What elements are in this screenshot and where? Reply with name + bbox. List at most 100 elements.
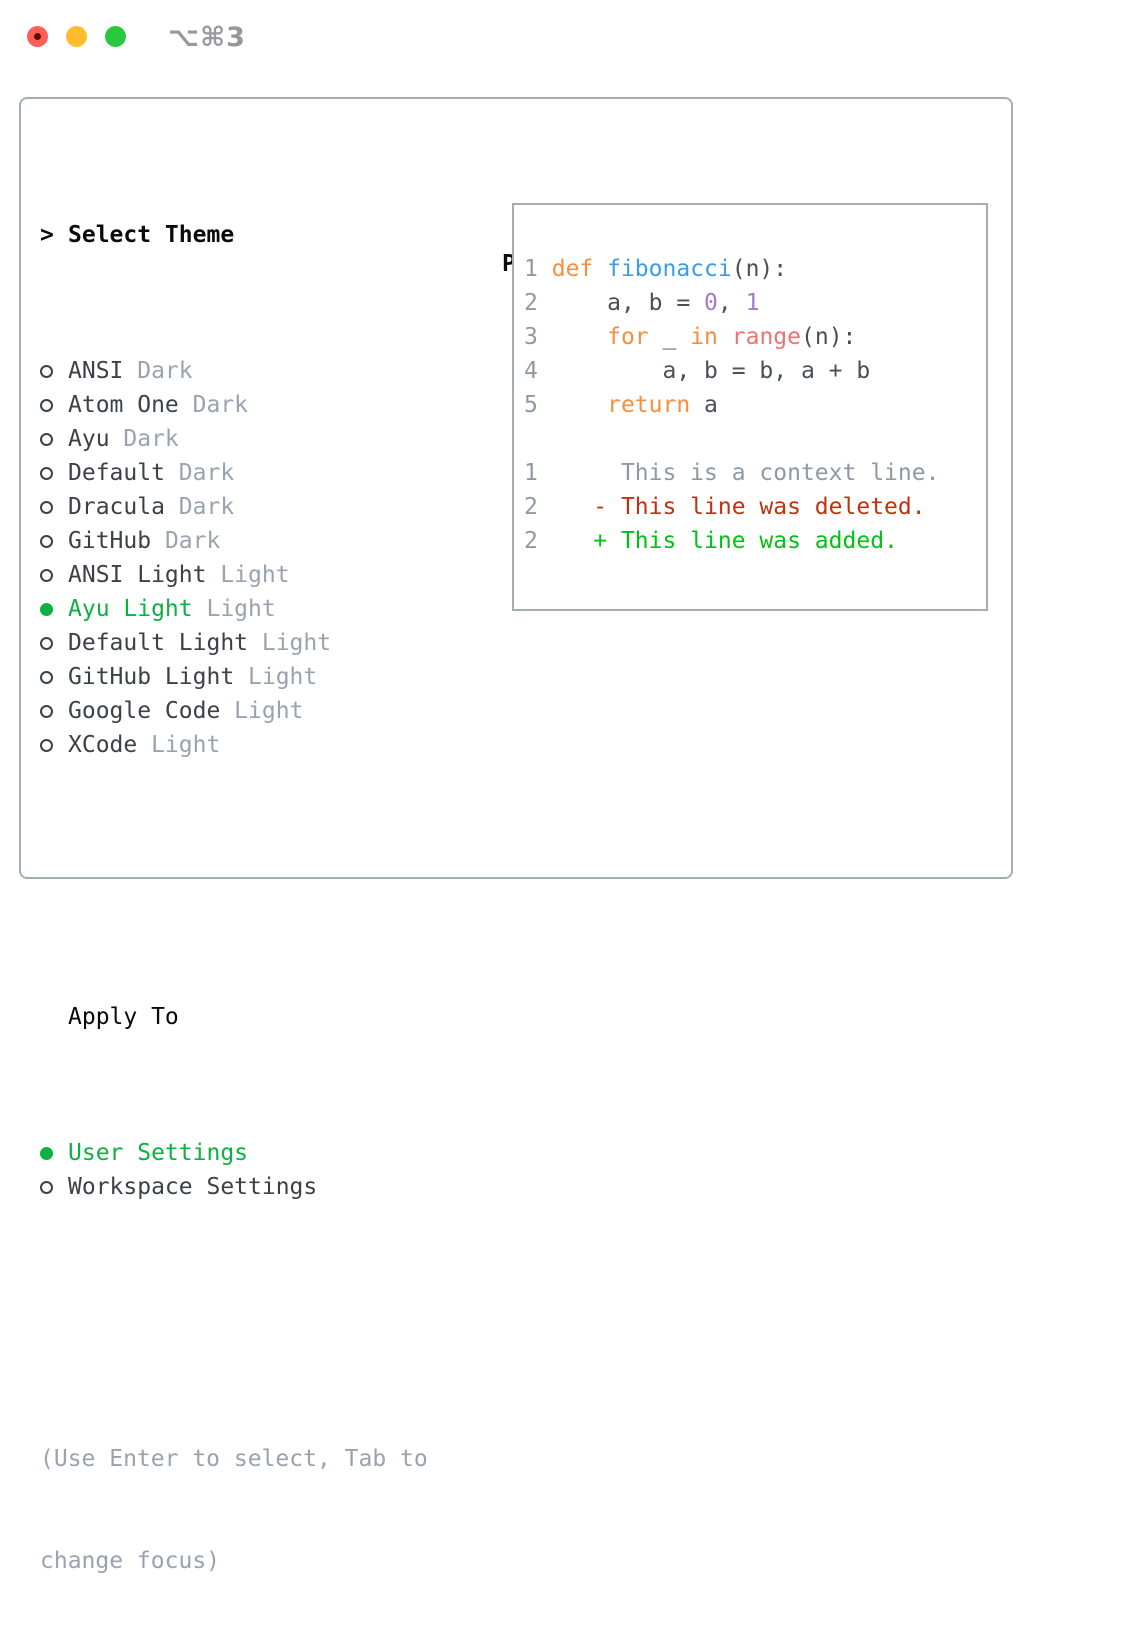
theme-item[interactable]: Ayu Light Light	[40, 592, 428, 626]
apply-to-header-row: Apply To	[40, 1000, 428, 1034]
radio-icon	[40, 738, 53, 752]
theme-item-variant: Light	[206, 562, 290, 588]
line-number: 2	[524, 290, 538, 316]
select-theme-header-row: > Select Theme	[40, 218, 428, 252]
code-line: 1 def fibonacci(n):	[524, 252, 939, 286]
radio-icon	[40, 704, 53, 718]
theme-item[interactable]: GitHub Light Light	[40, 660, 428, 694]
theme-item-label: Default	[68, 460, 165, 486]
theme-item[interactable]: Dracula Dark	[40, 490, 428, 524]
spacer-row	[40, 1306, 428, 1340]
theme-item[interactable]: GitHub Dark	[40, 524, 428, 558]
code-token-plain: a	[690, 392, 718, 418]
code-line: 5 return a	[524, 388, 939, 422]
theme-item-variant: Dark	[164, 460, 235, 486]
code-token-num: 0	[704, 290, 718, 316]
code-line: 2 + This line was added.	[524, 524, 939, 558]
line-number: 3	[524, 324, 538, 350]
apply-to-option[interactable]: Workspace Settings	[40, 1170, 428, 1204]
code-token-keyword: in	[690, 324, 718, 350]
radio-icon	[40, 432, 53, 446]
theme-item[interactable]: ANSI Light Light	[40, 558, 428, 592]
theme-item[interactable]: Google Code Light	[40, 694, 428, 728]
theme-item-variant: Dark	[109, 426, 179, 452]
traffic-lights	[27, 26, 126, 47]
theme-item-variant: Light	[192, 596, 276, 622]
close-button-icon[interactable]	[27, 26, 48, 47]
radio-icon	[40, 1180, 53, 1194]
theme-item-label: ANSI	[68, 358, 124, 384]
window-title: ⌥⌘3	[168, 22, 246, 53]
theme-item-variant: Dark	[151, 528, 221, 554]
theme-item-label: Ayu Light	[68, 596, 193, 622]
theme-item-variant: Dark	[164, 494, 235, 520]
hint-text-line-2: change focus)	[40, 1548, 221, 1574]
theme-item-variant: Dark	[178, 392, 249, 418]
code-token-num: 1	[745, 290, 760, 316]
theme-item-label: Atom One	[68, 392, 179, 418]
code-line	[524, 422, 939, 456]
radio-icon	[40, 398, 53, 412]
code-preview: 1 def fibonacci(n): 2 a, b = 0, 1 3 for _ …	[524, 252, 939, 558]
zoom-button-icon[interactable]	[105, 26, 126, 47]
line-number: 2	[524, 494, 538, 520]
code-token-plain: ,	[717, 290, 746, 316]
apply-to-option[interactable]: User Settings	[40, 1136, 428, 1170]
theme-item-variant: Light	[137, 732, 221, 758]
radio-selected-icon	[40, 602, 53, 616]
radio-icon	[40, 364, 53, 378]
code-token-builtin: range	[731, 324, 802, 350]
theme-item[interactable]: Atom One Dark	[40, 388, 428, 422]
radio-icon	[40, 500, 53, 514]
theme-item-label: GitHub Light	[68, 664, 235, 690]
apply-to-option-label: User Settings	[68, 1140, 249, 1166]
radio-icon	[40, 568, 53, 582]
select-theme-title: Select Theme	[68, 222, 235, 248]
code-token-plain: a, b = b, a + b	[537, 358, 871, 384]
code-line: 1 This is a context line.	[524, 456, 939, 490]
theme-item-variant: Dark	[123, 358, 193, 384]
theme-item[interactable]: Default Light Light	[40, 626, 428, 660]
theme-item-variant: Light	[220, 698, 304, 724]
theme-item[interactable]: ANSI Dark	[40, 354, 428, 388]
theme-item[interactable]: Default Dark	[40, 456, 428, 490]
focus-caret-icon: >	[40, 222, 54, 248]
theme-item-label: Ayu	[68, 426, 110, 452]
theme-item-label: Dracula	[68, 494, 165, 520]
code-token-plain	[538, 324, 607, 350]
theme-item[interactable]: Ayu Dark	[40, 422, 428, 456]
line-number: 1	[524, 256, 538, 282]
theme-item-label: Google Code	[68, 698, 221, 724]
line-number: 4	[524, 358, 538, 384]
line-number: 1	[524, 460, 538, 486]
radio-icon	[40, 466, 53, 480]
code-token-plain: _	[648, 324, 691, 350]
code-line: 4 a, b = b, a + b	[524, 354, 939, 388]
hint-text-line-1: (Use Enter to select, Tab to	[40, 1446, 428, 1472]
theme-item-variant: Light	[234, 664, 318, 690]
theme-item-label: ANSI Light	[68, 562, 207, 588]
code-token-del: - This line was deleted.	[537, 494, 926, 520]
code-token-plain	[538, 392, 607, 418]
theme-item-label: XCode	[68, 732, 138, 758]
code-token-plain	[718, 324, 732, 350]
theme-item-label: Default Light	[68, 630, 249, 656]
code-token-add: + This line was added.	[537, 528, 898, 554]
radio-selected-icon	[40, 1146, 53, 1160]
radio-icon	[40, 636, 53, 650]
code-token-plain: a, b =	[537, 290, 705, 316]
code-token-plain	[538, 256, 552, 282]
theme-item[interactable]: XCode Light	[40, 728, 428, 762]
minimize-button-icon[interactable]	[66, 26, 87, 47]
code-token-context: This is a context line.	[537, 460, 940, 486]
code-line: 3 for _ in range(n):	[524, 320, 939, 354]
code-token-plain: (n):	[731, 256, 788, 282]
window-titlebar: ⌥⌘3	[0, 0, 1140, 70]
line-number: 5	[524, 392, 538, 418]
code-token-func: fibonacci	[607, 256, 732, 282]
code-line: 2 - This line was deleted.	[524, 490, 939, 524]
